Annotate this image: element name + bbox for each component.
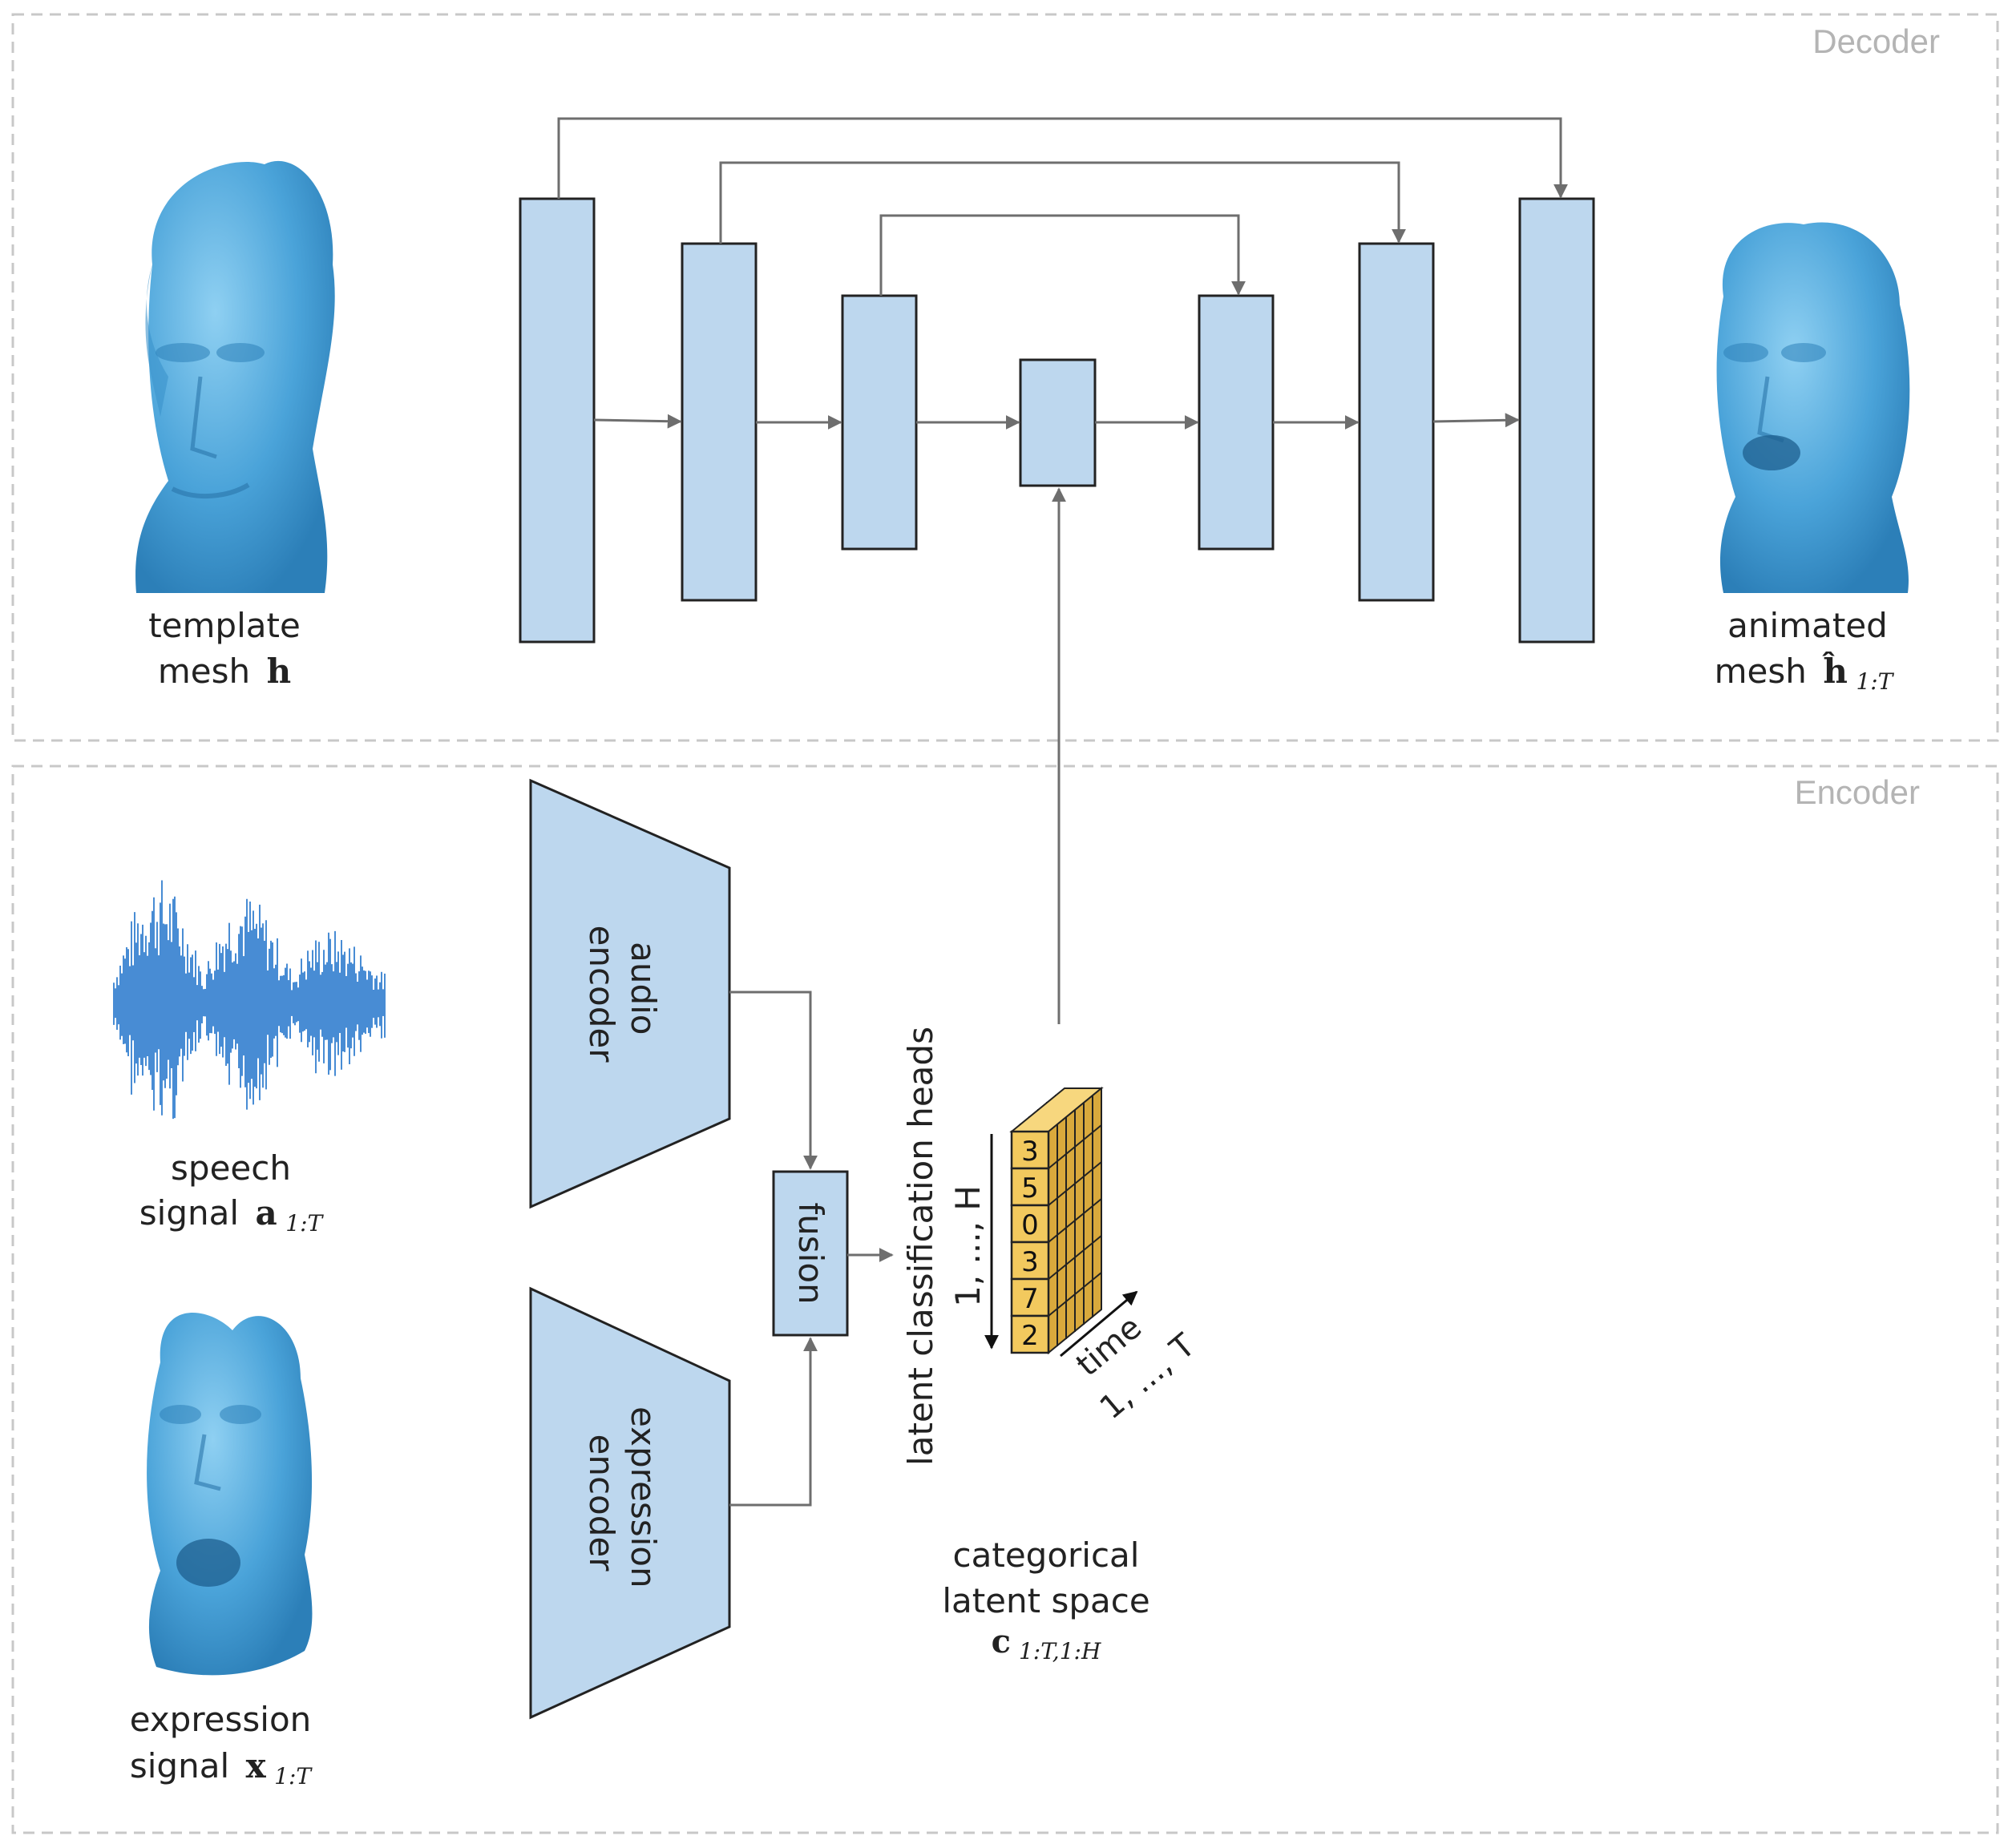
categorical-symbol: c 1:T,1:H	[992, 1623, 1101, 1664]
latent-value: 3	[1021, 1136, 1039, 1168]
speech-label-line1: speech	[171, 1148, 291, 1188]
decoder-bottleneck-block	[1019, 358, 1097, 487]
time-direction-arrow	[1060, 1290, 1138, 1358]
audio-encoder-label: audio encoder	[582, 925, 663, 1063]
animated-label-line1: animated	[1727, 606, 1888, 645]
latent-cell	[1010, 1241, 1050, 1281]
encoder-title: Encoder	[1795, 773, 1920, 811]
latent-heads-label: latent classification heads	[901, 1027, 940, 1466]
encoder-arrows	[729, 991, 894, 1507]
heads-range-label: 1, ..., H	[948, 1185, 988, 1307]
cube-side-divider	[1048, 1198, 1102, 1243]
decoder-block-5	[1198, 294, 1275, 551]
expression-encoder-block	[529, 1286, 731, 1720]
decoder-title: Decoder	[1812, 22, 1940, 60]
latent-cell	[1010, 1167, 1050, 1207]
expression-label-line1: expression	[130, 1700, 312, 1739]
fusion-block	[772, 1170, 849, 1337]
expression-mesh-head	[147, 1312, 313, 1676]
audio-encoder-block	[529, 778, 731, 1209]
categorical-label-line1: categorical	[953, 1535, 1140, 1575]
latent-value: 2	[1021, 1320, 1039, 1352]
template-label-line2: mesh h	[158, 652, 291, 691]
latent-cell	[1010, 1204, 1050, 1244]
expression-label-line2: signal x 1:T	[130, 1746, 313, 1789]
speech-waveform	[113, 880, 386, 1120]
latent-cell	[1010, 1130, 1050, 1170]
decoder-panel	[11, 13, 1999, 742]
cube-side-divider	[1048, 1272, 1102, 1317]
decoder-block-3	[841, 294, 918, 551]
decoder-block-6	[1358, 242, 1435, 602]
encoder-panel	[11, 765, 1999, 1834]
latent-value: 3	[1021, 1246, 1039, 1278]
cube-side-divider	[1048, 1161, 1102, 1206]
template-label-line1: template	[148, 606, 301, 645]
cube-side-divider	[1048, 1235, 1102, 1280]
decoder-block-7	[1518, 197, 1595, 644]
latent-value: 0	[1021, 1209, 1039, 1241]
animated-label-line2: mesh ĥ 1:T	[1715, 651, 1895, 695]
latent-value: 5	[1021, 1172, 1039, 1204]
categorical-label-line2: latent space	[942, 1581, 1149, 1620]
latent-value: 7	[1021, 1283, 1039, 1315]
template-mesh-head	[135, 160, 335, 594]
decoder-block-2	[681, 242, 758, 602]
cube-side-divider	[1048, 1124, 1102, 1169]
speech-label-line2: signal a 1:T	[139, 1193, 325, 1237]
decoder-forward-arrows	[593, 413, 1520, 430]
expression-encoder-label: expression encoder	[582, 1406, 663, 1599]
animated-mesh-head	[1716, 222, 1910, 593]
decoder-block-1	[519, 197, 596, 644]
latent-cube-stack: 3 5 0 3 7 2	[1009, 1086, 1104, 1355]
decoder-skip-connections	[557, 117, 1568, 296]
fusion-label: fusion	[791, 1202, 830, 1304]
latent-cell	[1010, 1314, 1050, 1354]
